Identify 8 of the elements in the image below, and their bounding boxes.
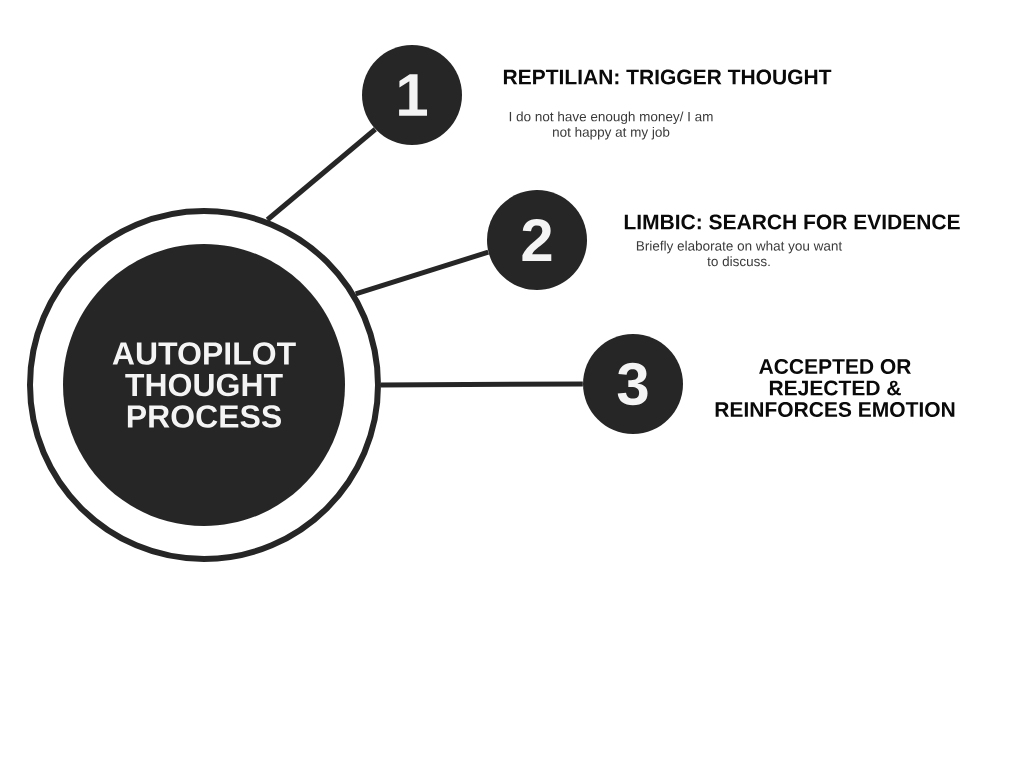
step-heading: REPTILIAN: TRIGGER THOUGHT [503,69,832,85]
step-heading: LIMBIC: SEARCH FOR EVIDENCE [624,214,960,230]
connector-line [354,249,490,297]
connector-line [381,381,583,388]
step-description: I do not have enough money/ I am not happy at my job [509,111,713,140]
step-description: Briefly elaborate on what you want to discuss. [636,240,843,267]
connector-line [265,127,377,222]
step-heading: ACCEPTED OR REJECTED & REINFORCES EMOTION [715,359,955,417]
